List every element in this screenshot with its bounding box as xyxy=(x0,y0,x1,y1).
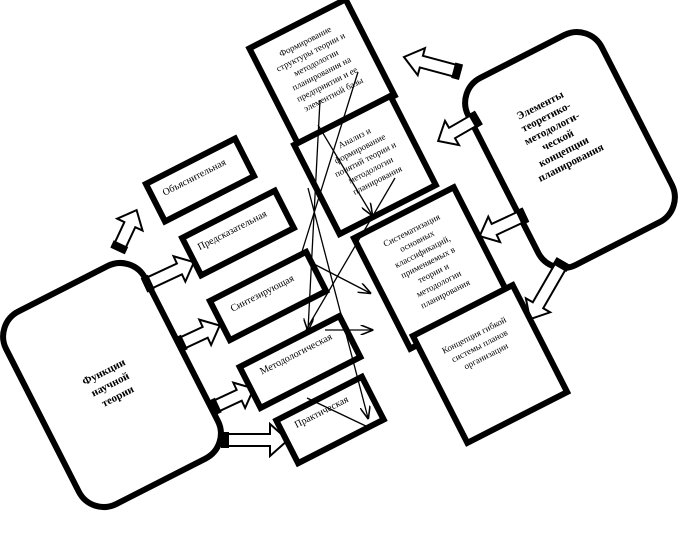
block-arrow xyxy=(478,207,530,244)
block-arrows-right xyxy=(402,46,571,321)
block-arrow xyxy=(140,254,196,293)
block-arrow xyxy=(436,110,483,147)
block-arrow xyxy=(402,46,464,80)
block-arrow xyxy=(173,318,222,353)
function-box-methodological: Методологическая xyxy=(235,312,365,412)
node-scientific-theory-functions: Функции научной теории xyxy=(0,260,224,510)
element-box-flexible-plans: Концепция гибкой системы планов организа… xyxy=(408,281,572,447)
element-box-classifications: Систематизация основных классификаций, п… xyxy=(349,183,515,353)
block-arrow xyxy=(221,421,290,459)
function-box-synthesizing: Синтезирующая xyxy=(205,247,331,345)
block-arrow xyxy=(110,208,145,255)
connector-line xyxy=(305,177,396,331)
element-box-concepts: Анализ и формирование понятий теории и м… xyxy=(290,91,440,239)
block-arrow xyxy=(207,381,256,416)
node-planning-concept-elements: Элементы теоретико- методологи- ческой к… xyxy=(462,29,678,271)
connector-line xyxy=(299,71,359,259)
function-box-explanatory: Объяснительная xyxy=(141,134,259,226)
block-arrows-left xyxy=(110,208,290,459)
connector-line xyxy=(317,124,372,215)
connector-line xyxy=(306,397,371,429)
element-box-structure: Формирование структуры теории и методоло… xyxy=(245,0,399,149)
connector-line xyxy=(309,261,370,293)
connector-lines xyxy=(299,71,396,429)
connector-line xyxy=(307,187,368,418)
function-box-predictive: Предсказательная xyxy=(178,186,298,280)
